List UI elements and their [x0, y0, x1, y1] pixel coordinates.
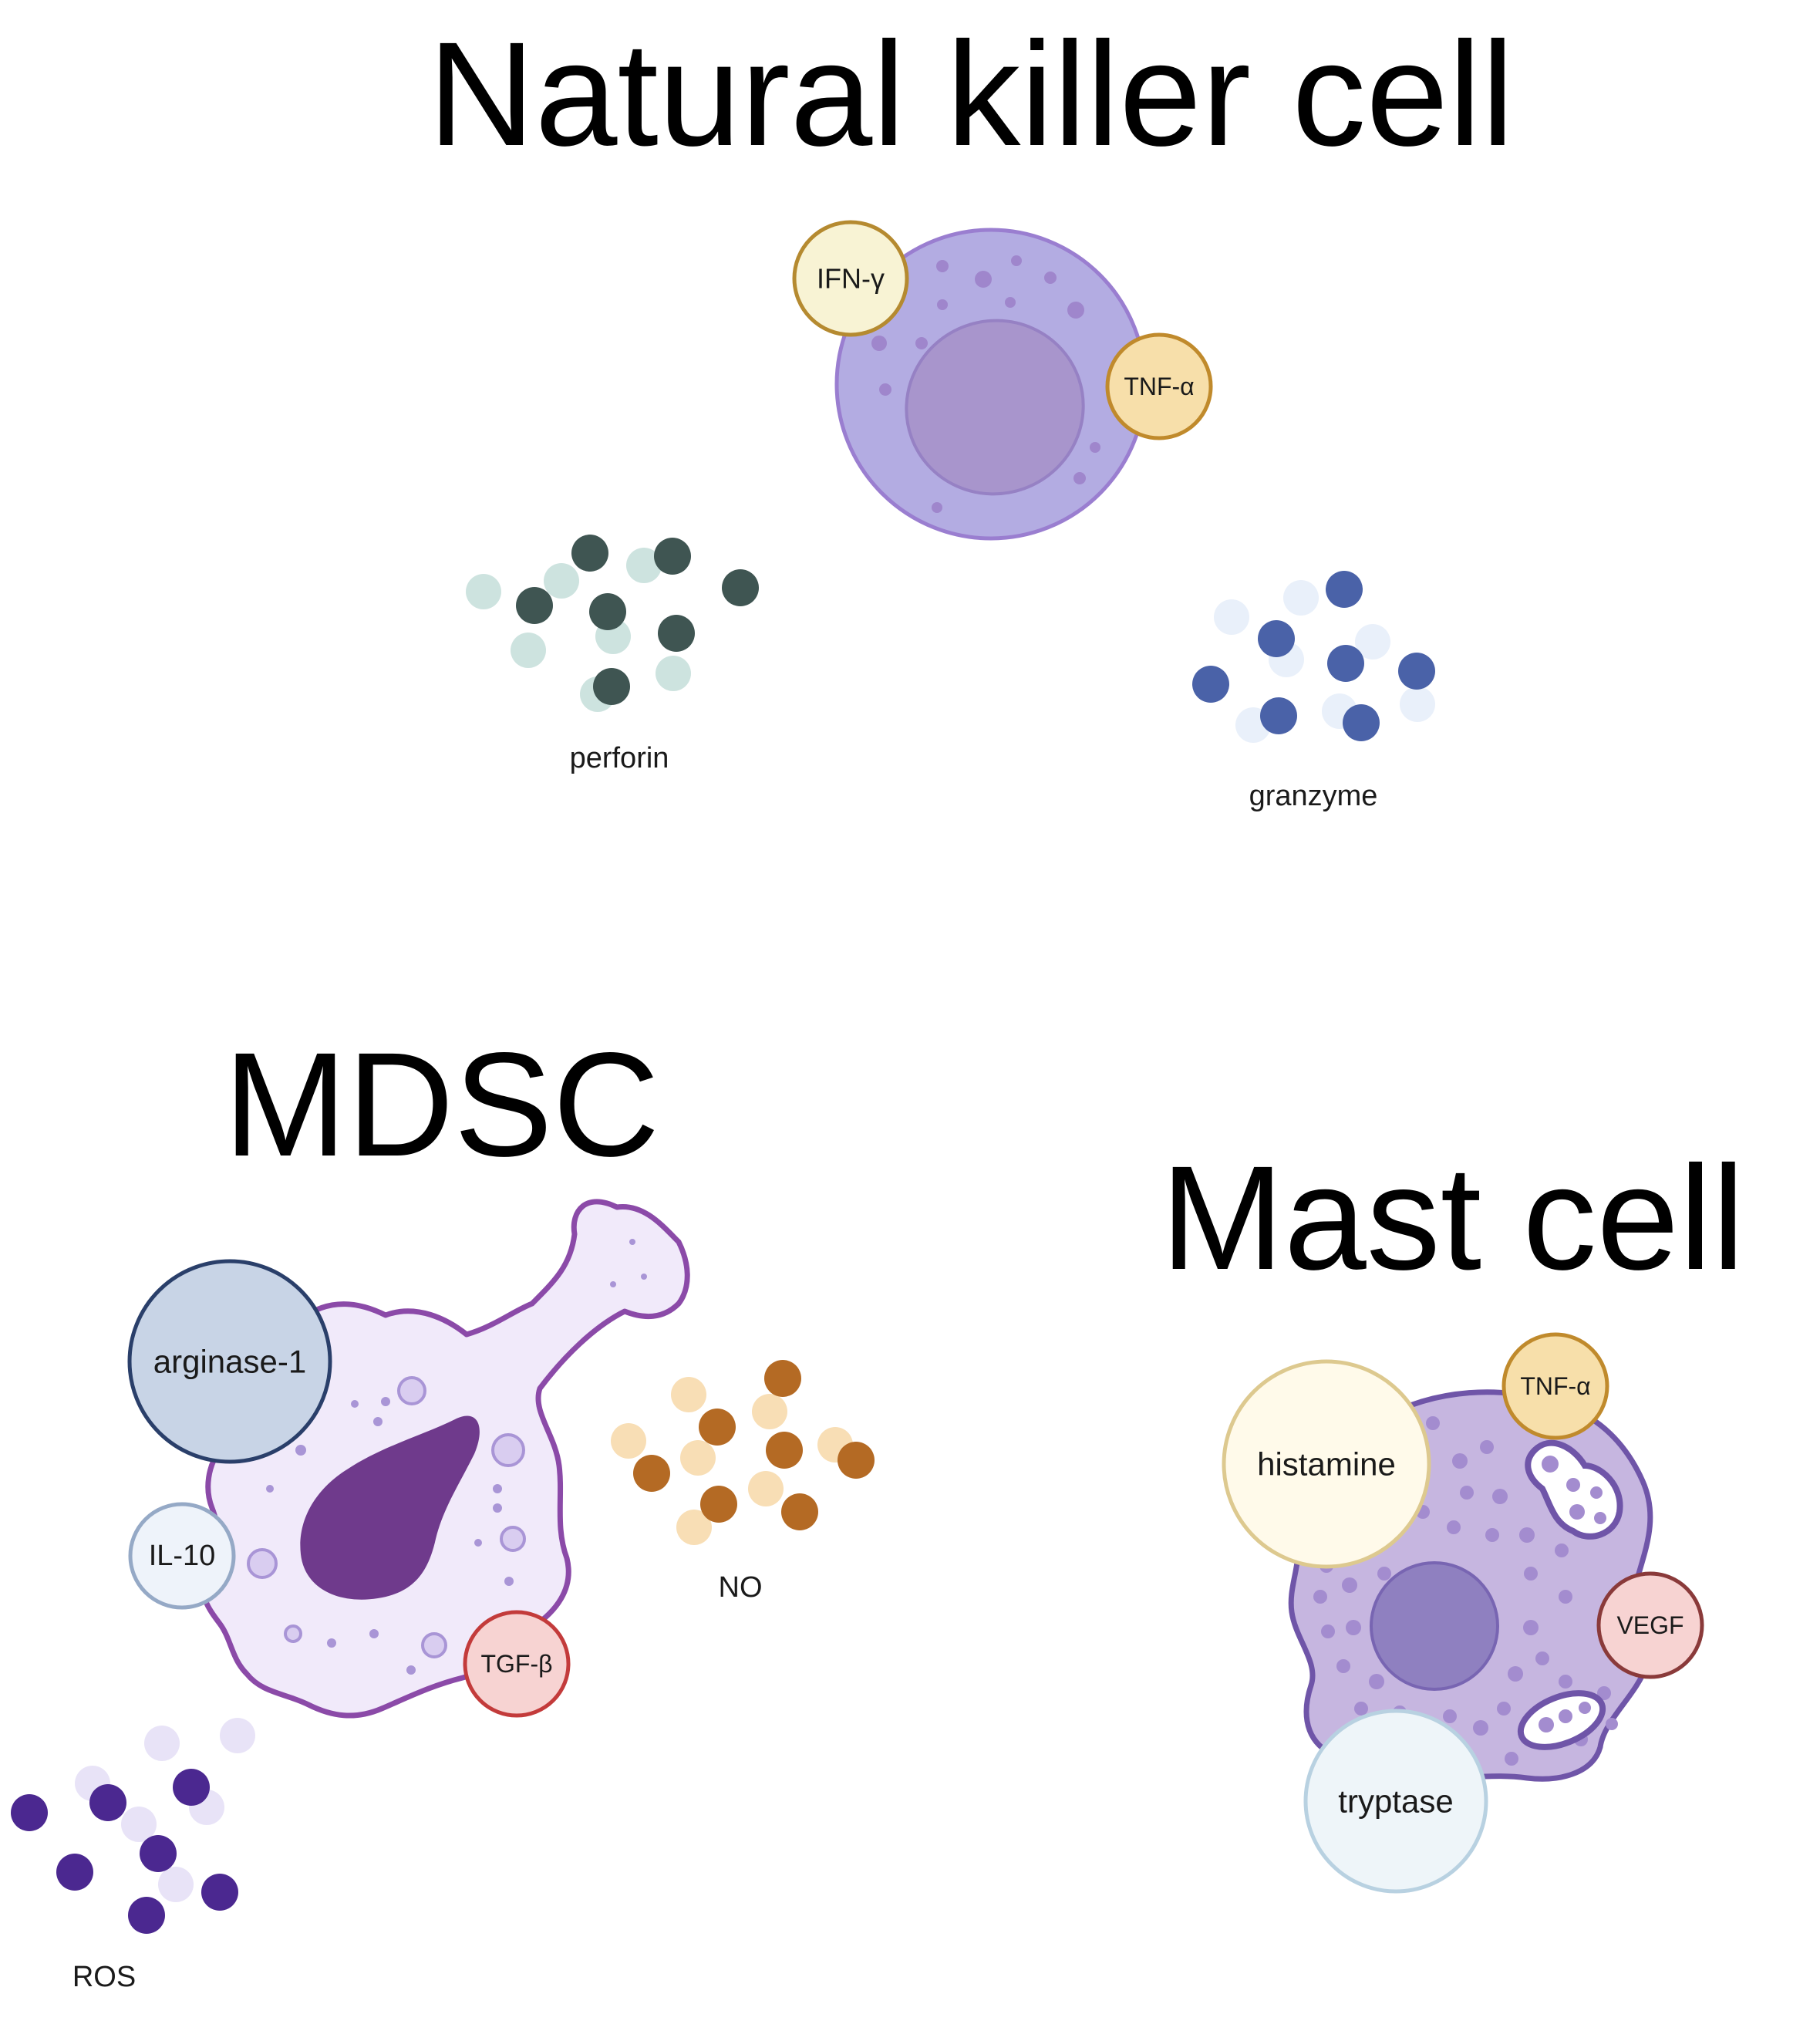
tgf-beta-cytokine: TGF-β [463, 1610, 571, 1718]
ifn-gamma-cytokine: IFN-γ [792, 220, 909, 337]
mdsc-granules [266, 1239, 647, 1675]
mast-title: Mast cell [1161, 1135, 1745, 1301]
no-molecules [611, 1360, 875, 1545]
no-label: NO [719, 1571, 763, 1604]
il-10-cytokine: IL-10 [128, 1502, 236, 1610]
vegf-cytokine: VEGF [1596, 1571, 1704, 1679]
mast-tnf-alpha-cytokine: TNF-α [1502, 1332, 1609, 1440]
tgf-beta-label: TGF-β [480, 1650, 552, 1678]
nk-tnf-alpha-label: TNF-α [1124, 373, 1194, 400]
mast-secretory-vesicle-top [1525, 1439, 1623, 1540]
nk-tnf-alpha-cytokine: TNF-α [1105, 332, 1213, 440]
histamine-cytokine: histamine [1222, 1359, 1431, 1569]
granzyme-molecules [1192, 571, 1435, 743]
ros-molecules [11, 1718, 255, 1934]
tryptase-cytokine: tryptase [1303, 1709, 1488, 1894]
il-10-label: IL-10 [149, 1540, 216, 1572]
mdsc-title: MDSC [224, 1021, 659, 1187]
mdsc-vesicles [247, 1376, 526, 1658]
vegf-label: VEGF [1616, 1611, 1684, 1639]
mast-nucleus [1370, 1561, 1499, 1691]
mdsc-nucleus [300, 1415, 480, 1600]
arginase-1-label: arginase-1 [153, 1344, 306, 1380]
tryptase-label: tryptase [1338, 1783, 1453, 1820]
mast-tnf-alpha-label: TNF-α [1520, 1372, 1590, 1400]
nk-granules [871, 255, 1100, 513]
nk-title: Natural killer cell [428, 11, 1514, 177]
arginase-1-cytokine: arginase-1 [127, 1259, 332, 1464]
nk-cell [834, 228, 1148, 541]
perforin-molecules [466, 535, 759, 712]
ifn-gamma-label: IFN-γ [817, 263, 885, 295]
mast-granules [1313, 1416, 1618, 1766]
mast-secretory-vesicle-bottom [1517, 1690, 1606, 1750]
nk-nucleus [905, 319, 1085, 496]
granzyme-label: granzyme [1249, 780, 1378, 812]
histamine-label: histamine [1257, 1446, 1396, 1483]
ros-label: ROS [72, 1961, 136, 1993]
perforin-label: perforin [570, 742, 669, 774]
